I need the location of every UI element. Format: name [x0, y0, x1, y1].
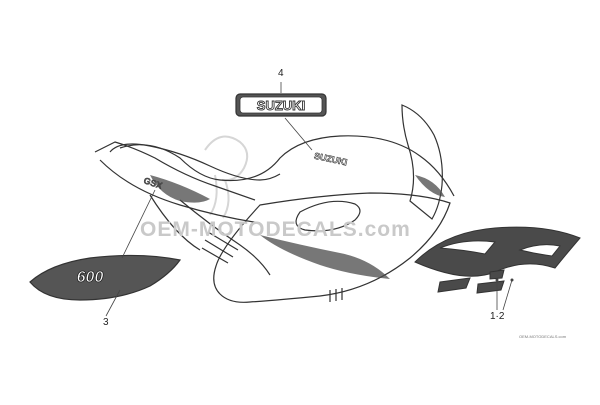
side-decal-set	[414, 226, 581, 294]
credit-text: OEM-MOTODECALS.com	[519, 334, 567, 339]
watermark-text: OEM-MOTODECALS.com	[140, 218, 411, 241]
leader-lines	[105, 82, 513, 317]
fairing-body	[94, 104, 455, 303]
callout-part-3: 3	[103, 317, 109, 328]
tank-suzuki-logo: SUZUKI	[313, 151, 348, 168]
suzuki-badge-text: SUZUKI	[257, 98, 305, 113]
callout-part-1-2: 1·2	[490, 311, 505, 322]
tail-gsx-logo: GSX	[142, 175, 163, 190]
suzuki-badge-decal: SUZUKI	[235, 93, 327, 117]
model-600-text: 600	[77, 269, 104, 286]
model-600-decal: 600	[29, 254, 182, 301]
callout-part-4: 4	[278, 68, 284, 79]
fairing-decal-graphics	[150, 175, 445, 279]
